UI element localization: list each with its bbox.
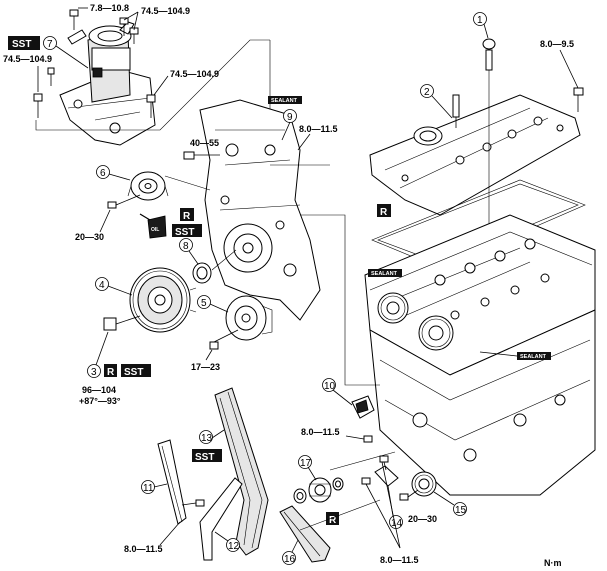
svg-text:SEALANT: SEALANT <box>520 354 547 360</box>
svg-text:15: 15 <box>455 505 467 516</box>
torque-guide-8-115: 8.0—11.5 <box>124 544 163 554</box>
idler-pulley <box>127 171 169 201</box>
crankshaft-sprocket <box>308 477 332 503</box>
camshaft-sprocket-exhaust <box>377 292 409 324</box>
svg-text:OIL: OIL <box>151 227 159 233</box>
svg-text:13: 13 <box>201 433 213 444</box>
chain-tensioner-arm <box>199 477 243 561</box>
callout-15: 15 <box>433 491 467 516</box>
callout-7: 7 <box>43 36 89 69</box>
svg-text:3: 3 <box>91 367 97 378</box>
torque-74-top: 74.5—104.9 <box>141 6 190 16</box>
svg-text:12: 12 <box>228 541 240 552</box>
svg-text:SST: SST <box>195 452 214 463</box>
r-badge-gasket: R <box>377 204 391 218</box>
oil-pump-chain <box>279 505 331 563</box>
callout-16: 16 <box>282 539 299 565</box>
callout-3: 3 <box>87 331 109 378</box>
callout-2: 2 <box>420 84 453 119</box>
sst-badge-oil: SST <box>172 224 202 238</box>
callout-11: 11 <box>141 480 168 494</box>
svg-text:1: 1 <box>477 15 483 26</box>
oil-pump-chain-guide <box>361 455 399 487</box>
crankshaft-bolt <box>103 315 141 331</box>
chain-guide <box>157 439 187 525</box>
sst-badge-3: SST <box>121 364 151 378</box>
torque-angle: +87°—93° <box>79 396 121 406</box>
svg-text:R: R <box>329 515 337 526</box>
callout-14: 14 <box>387 485 403 529</box>
svg-text:10: 10 <box>324 381 336 392</box>
r-badge-3: R <box>104 364 117 378</box>
crankshaft-pulley <box>129 267 197 333</box>
callout-1: 1 <box>473 12 489 39</box>
sst-badge-7: SST <box>8 36 40 50</box>
torque-74-left: 74.5—104.9 <box>3 54 52 64</box>
engine-mount-bracket <box>59 21 156 146</box>
timing-chain <box>214 387 269 556</box>
callout-17: 17 <box>298 455 317 481</box>
r-badge-16: R <box>326 512 339 526</box>
torque-mid-8-115: 8.0—11.5 <box>301 427 340 437</box>
svg-text:SST: SST <box>124 367 143 378</box>
cylinder-head-cover <box>369 94 581 216</box>
svg-text:R: R <box>380 207 388 218</box>
svg-text:7: 7 <box>47 39 53 50</box>
torque-96-104: 96—104 <box>82 385 116 395</box>
svg-text:SEALANT: SEALANT <box>371 271 398 277</box>
torque-8-95: 8.0—9.5 <box>540 39 574 49</box>
callout-4: 4 <box>95 277 133 296</box>
svg-text:SST: SST <box>175 227 194 238</box>
svg-text:5: 5 <box>201 298 207 309</box>
torque-cover-8-115: 8.0—11.5 <box>299 124 338 134</box>
svg-text:14: 14 <box>391 518 403 529</box>
torque-20-30-right: 20—30 <box>408 514 437 524</box>
svg-text:R: R <box>183 211 191 222</box>
svg-text:16: 16 <box>284 554 296 565</box>
camshaft-sprocket-intake <box>418 315 454 351</box>
callout-5: 5 <box>197 295 229 313</box>
sealant-badge-block: SEALANT <box>517 352 551 360</box>
svg-text:17: 17 <box>300 458 312 469</box>
svg-text:SST: SST <box>12 39 31 50</box>
sst-badge-13: SST <box>192 449 222 463</box>
oil-can-icon: OIL <box>139 213 167 239</box>
svg-text:11: 11 <box>143 483 154 494</box>
unit-label: N·m <box>544 558 562 568</box>
torque-74-right: 74.5—104.9 <box>170 69 219 79</box>
svg-text:R: R <box>107 367 115 378</box>
torque-17-23: 17—23 <box>191 362 220 372</box>
sealant-badge-cover: SEALANT <box>268 96 302 104</box>
tensioner-pulley <box>225 295 273 341</box>
chain-tensioner <box>351 395 375 419</box>
torque-20-30-left: 20—30 <box>75 232 104 242</box>
oil-pump-sprocket <box>411 471 437 497</box>
svg-text:9: 9 <box>287 112 293 123</box>
oil-seal <box>192 262 212 284</box>
r-badge-oil: R <box>180 208 194 222</box>
torque-7-8-10-8: 7.8—10.8 <box>90 3 129 13</box>
sealant-badge-head: SEALANT <box>368 269 402 277</box>
callout-9: 9 <box>281 109 297 141</box>
callout-13: 13 <box>199 429 225 444</box>
timing-cover <box>199 99 321 321</box>
svg-text:SEALANT: SEALANT <box>271 98 298 104</box>
callout-8: 8 <box>179 238 199 265</box>
callout-10: 10 <box>322 378 353 406</box>
torque-bottom-8-115: 8.0—11.5 <box>380 555 419 565</box>
svg-text:8: 8 <box>183 241 189 252</box>
callout-12: 12 <box>214 531 240 552</box>
callout-6: 6 <box>96 165 131 181</box>
svg-text:6: 6 <box>100 168 106 179</box>
torque-40-55: 40—55 <box>190 138 219 148</box>
svg-text:2: 2 <box>424 87 430 98</box>
svg-text:4: 4 <box>99 280 105 291</box>
bolt-group-top-left <box>33 9 156 118</box>
